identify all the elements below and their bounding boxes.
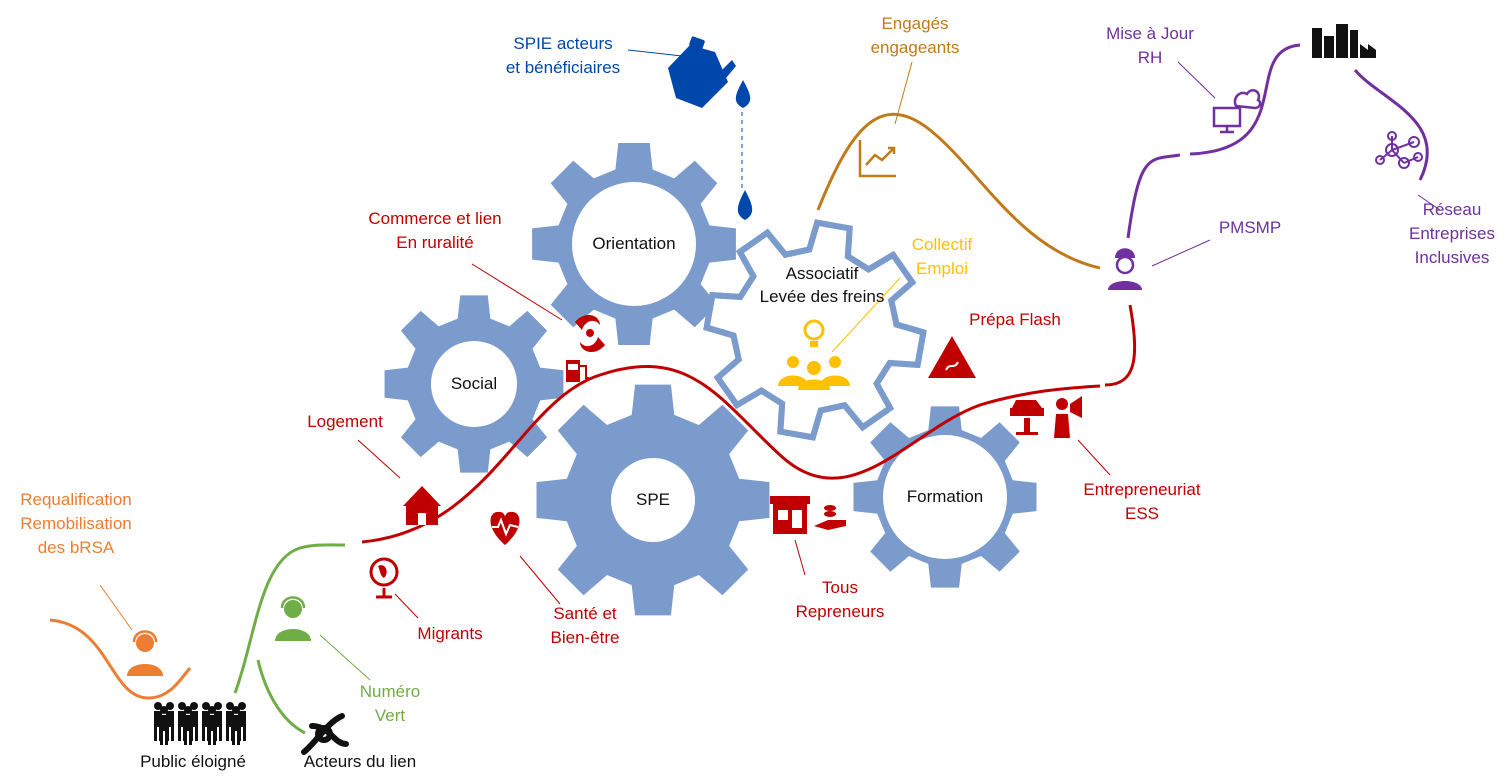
gear-label-spe: SPE	[635, 490, 671, 509]
gear-social	[384, 295, 564, 473]
label-migrants: Migrants	[417, 624, 483, 643]
label-entrepreneuriat: Entrepreneuriat ESS	[1083, 480, 1201, 523]
label-pmsmp: PMSMP	[1218, 218, 1282, 237]
cloud-computer-icon	[1212, 89, 1262, 134]
network-icon	[1375, 131, 1423, 169]
gear-label-formation: Formation	[906, 487, 984, 506]
headset-person-icon	[275, 596, 311, 641]
label-sante: Santé et Bien-être	[550, 604, 620, 647]
car-lift-icon	[1010, 400, 1044, 435]
road-warning-icon	[928, 336, 976, 378]
megaphone-person-icon	[1054, 396, 1082, 438]
shop-icon	[770, 496, 810, 534]
water-drop-icon	[735, 80, 751, 108]
heart-pulse-icon	[490, 511, 520, 545]
gear-label-social: Social	[450, 374, 498, 393]
crowd-icon	[154, 702, 246, 745]
label-logement: Logement	[307, 412, 383, 431]
coins-hand-icon	[814, 505, 846, 530]
globe-icon	[369, 557, 399, 599]
fish-icon	[575, 314, 605, 353]
purple-curve	[1126, 43, 1429, 239]
green-curve	[233, 543, 346, 735]
label-public: Public éloigné	[140, 752, 246, 771]
gear-orientation	[532, 143, 736, 345]
label-reseau: Réseau Entreprises Inclusives	[1409, 200, 1495, 267]
label-spie: SPIE acteurs et bénéficiaires	[505, 34, 621, 77]
lightbulb-team-icon	[778, 319, 850, 390]
gear-formation	[853, 406, 1037, 588]
gear-spe	[536, 384, 770, 616]
brown-curve	[816, 112, 1101, 270]
red-curve	[361, 365, 1101, 544]
house-icon	[403, 486, 441, 525]
label-numero: Numéro Vert	[359, 682, 421, 725]
gear-label-associatif: Associatif Levée des freins	[759, 264, 885, 306]
factory-city-icon	[1312, 24, 1376, 58]
label-tous: Tous Repreneurs	[795, 578, 885, 621]
water-drop-icon	[737, 190, 753, 220]
label-collectif: Collectif Emploi	[911, 235, 973, 278]
label-acteurs: Acteurs du lien	[303, 752, 417, 771]
label-requalification: Requalification Remobilisation des bRSA	[20, 490, 132, 557]
gear-label-orientation: Orientation	[592, 234, 676, 253]
knot-icon	[301, 713, 349, 755]
label-commerce: Commerce et lien En ruralité	[368, 209, 502, 252]
label-engages: Engagés engageants	[870, 14, 960, 57]
orange-curve	[49, 618, 192, 700]
growth-chart-icon	[858, 140, 896, 178]
red-curve-right	[1104, 304, 1137, 387]
label-prepa: Prépa Flash	[969, 310, 1061, 329]
fuel-pump-icon	[566, 360, 589, 382]
worker-icon	[1108, 248, 1142, 290]
label-mise-a-jour: Mise à Jour RH	[1106, 24, 1194, 67]
fuel-can-icon	[668, 36, 736, 108]
headset-person-icon	[127, 630, 163, 676]
